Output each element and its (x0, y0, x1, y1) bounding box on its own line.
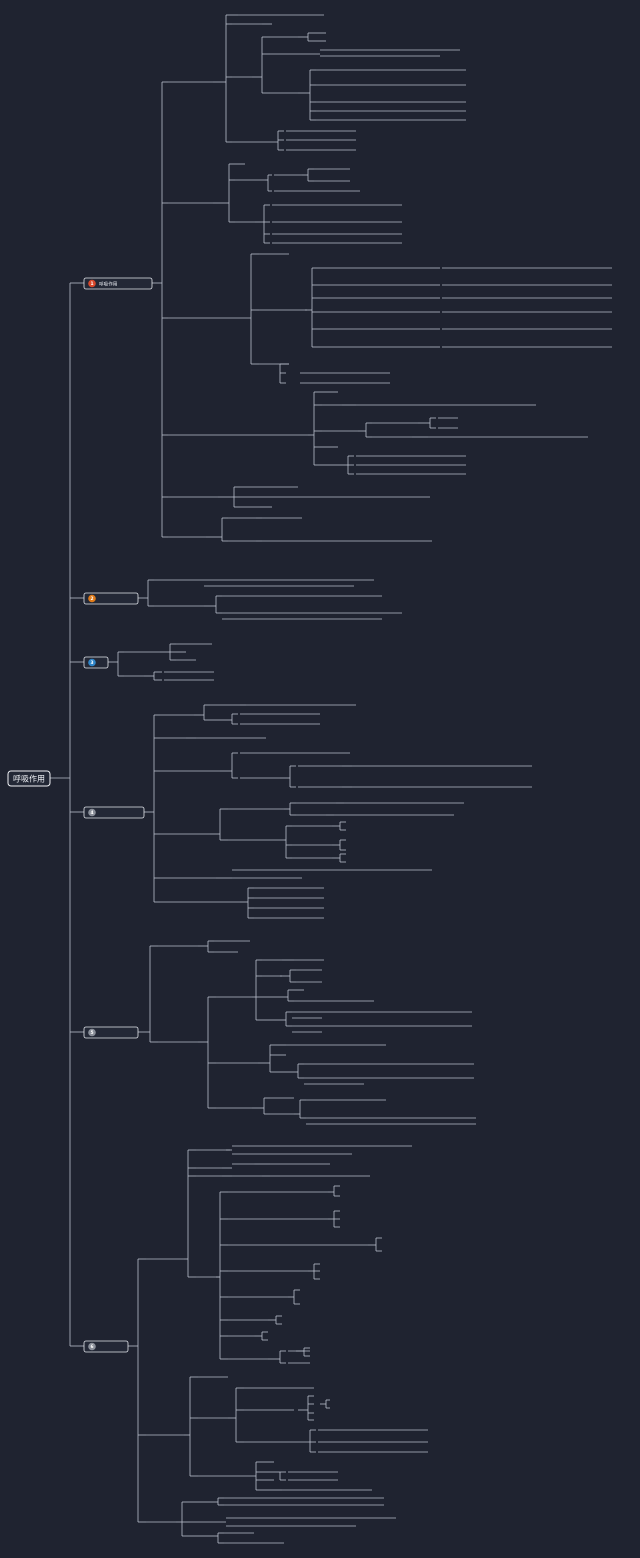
connector-lines (50, 14, 440, 1544)
branch-node-1[interactable]: 1 呼吸作用 (83, 277, 153, 290)
branch-3-number-badge (88, 658, 96, 667)
branch-6-box (83, 1340, 129, 1353)
branch-6-number: 6 (90, 1344, 93, 1350)
branch-6-number-badge (88, 1342, 96, 1351)
branch-nodes: 1 呼吸作用 2 3 4 5 6 (83, 277, 153, 1353)
branch-1-box (83, 277, 153, 290)
root-node-box (7, 770, 51, 787)
branch-2-number: 2 (90, 596, 93, 602)
branch-node-2[interactable]: 2 (83, 592, 139, 605)
branch-1-number-badge (88, 279, 96, 288)
map-nodes (124, 14, 612, 1544)
branch-node-6[interactable]: 6 (83, 1340, 129, 1353)
branch-4-box (83, 806, 145, 819)
branch-4-number-badge (88, 808, 96, 817)
branch-5-number-badge (88, 1028, 96, 1037)
branch-3-number: 3 (90, 660, 93, 666)
branch-1-number: 1 (90, 281, 93, 287)
branch-1-label: 呼吸作用 (99, 280, 118, 287)
root-node[interactable]: 呼吸作用 (7, 770, 51, 787)
branch-2-number-badge (88, 594, 96, 603)
branch-node-4[interactable]: 4 (83, 806, 145, 819)
branch-2-box (83, 592, 139, 605)
branch-node-5[interactable]: 5 (83, 1026, 139, 1039)
root-node-label: 呼吸作用 (13, 774, 45, 784)
branch-5-number: 5 (90, 1030, 93, 1036)
branch-node-3[interactable]: 3 (83, 656, 109, 669)
branch-4-number: 4 (90, 810, 93, 816)
branch-3-box (83, 656, 109, 669)
branch-5-box (83, 1026, 139, 1039)
